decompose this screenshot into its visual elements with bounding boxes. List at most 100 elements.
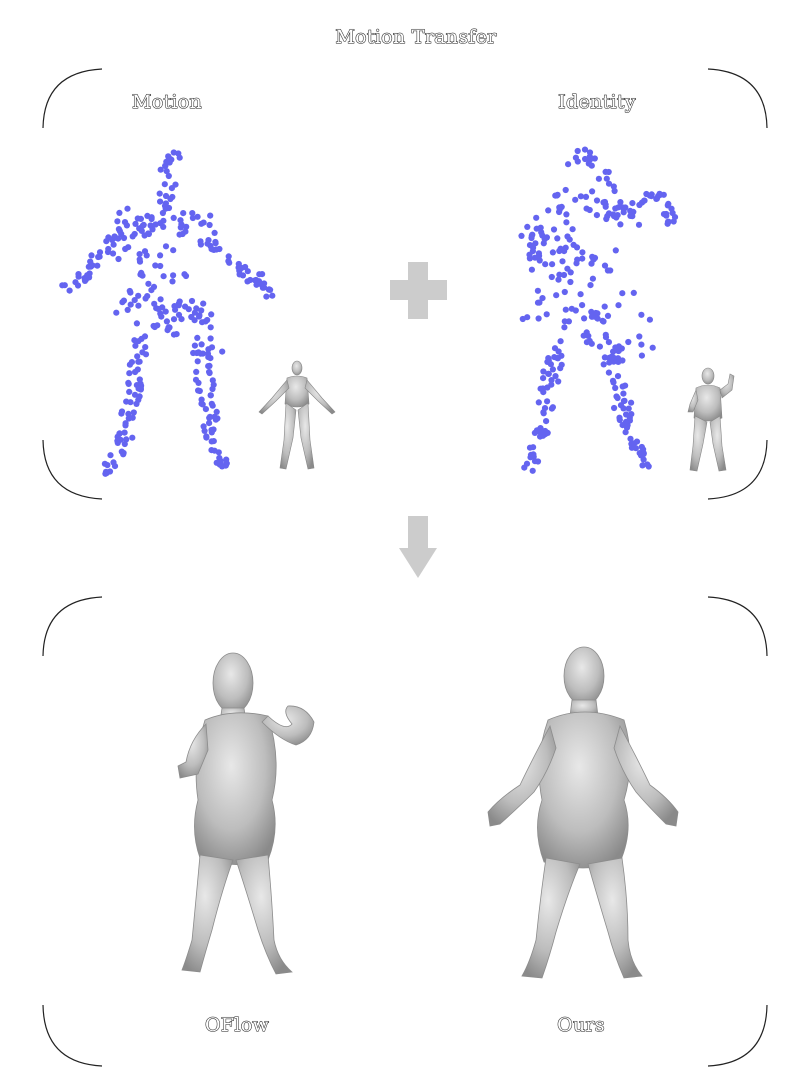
point [157,262,164,270]
point [135,302,142,309]
point [561,324,568,331]
point [542,261,549,268]
point [204,316,211,324]
point [191,309,198,316]
point [568,305,575,312]
point [265,286,273,293]
point [225,258,232,265]
point [572,196,579,203]
point [109,250,117,257]
point [135,292,142,299]
point [136,358,143,365]
point [622,429,629,436]
point [622,418,630,425]
point [620,390,627,397]
point [127,301,134,308]
plus-icon [390,262,447,319]
point [567,278,574,286]
point [177,217,184,224]
point [613,214,620,221]
point [114,218,121,225]
point [524,314,531,321]
point [543,418,550,425]
point [124,306,131,313]
point [172,306,179,313]
point [208,246,215,253]
point [209,402,216,409]
point [140,221,147,228]
point [582,193,590,200]
point [553,292,560,299]
point [111,463,119,470]
point [607,267,614,274]
point [163,168,170,175]
point [573,260,580,267]
point [638,311,645,318]
point [208,429,215,436]
point [648,191,655,198]
point [203,434,210,441]
ours-result-mesh [487,646,679,979]
point [644,461,651,468]
point [579,255,586,262]
point [130,409,137,416]
point [548,273,555,281]
point [612,384,619,392]
oflow-label: OFlow [204,1014,270,1037]
oflow-result-mesh [177,652,315,975]
point [132,368,139,376]
point [542,427,549,435]
point [627,207,634,214]
point [198,400,205,407]
point [115,255,122,263]
point [157,198,164,205]
point [565,161,572,168]
point [182,303,189,310]
point [541,236,548,243]
point [556,271,563,278]
point [169,193,176,201]
point [96,253,103,260]
point [547,361,555,368]
point [559,258,566,265]
point [123,436,130,443]
point [124,205,131,212]
point [199,319,206,326]
point [105,234,112,241]
point [147,222,154,229]
point [137,215,144,222]
point [548,405,556,412]
point [537,425,544,432]
point [205,354,212,361]
point [613,393,620,400]
point [163,318,170,325]
point [195,349,202,356]
point [601,303,608,310]
point [628,411,635,418]
point [81,277,89,284]
point [165,153,172,160]
point [189,214,196,222]
point [156,190,163,197]
point [175,300,182,307]
point [213,459,220,466]
point [588,162,595,169]
point [162,200,169,207]
point [594,315,601,322]
point [586,337,593,344]
point [535,250,543,257]
point [668,205,675,212]
point [212,240,219,247]
point [536,257,543,264]
point [157,310,164,317]
point [555,348,562,355]
point [602,168,609,175]
point [560,271,568,279]
point [589,253,596,260]
point [533,214,540,221]
point [665,200,672,207]
point [552,373,559,380]
point [165,204,173,212]
point [548,377,555,384]
point [587,282,594,289]
